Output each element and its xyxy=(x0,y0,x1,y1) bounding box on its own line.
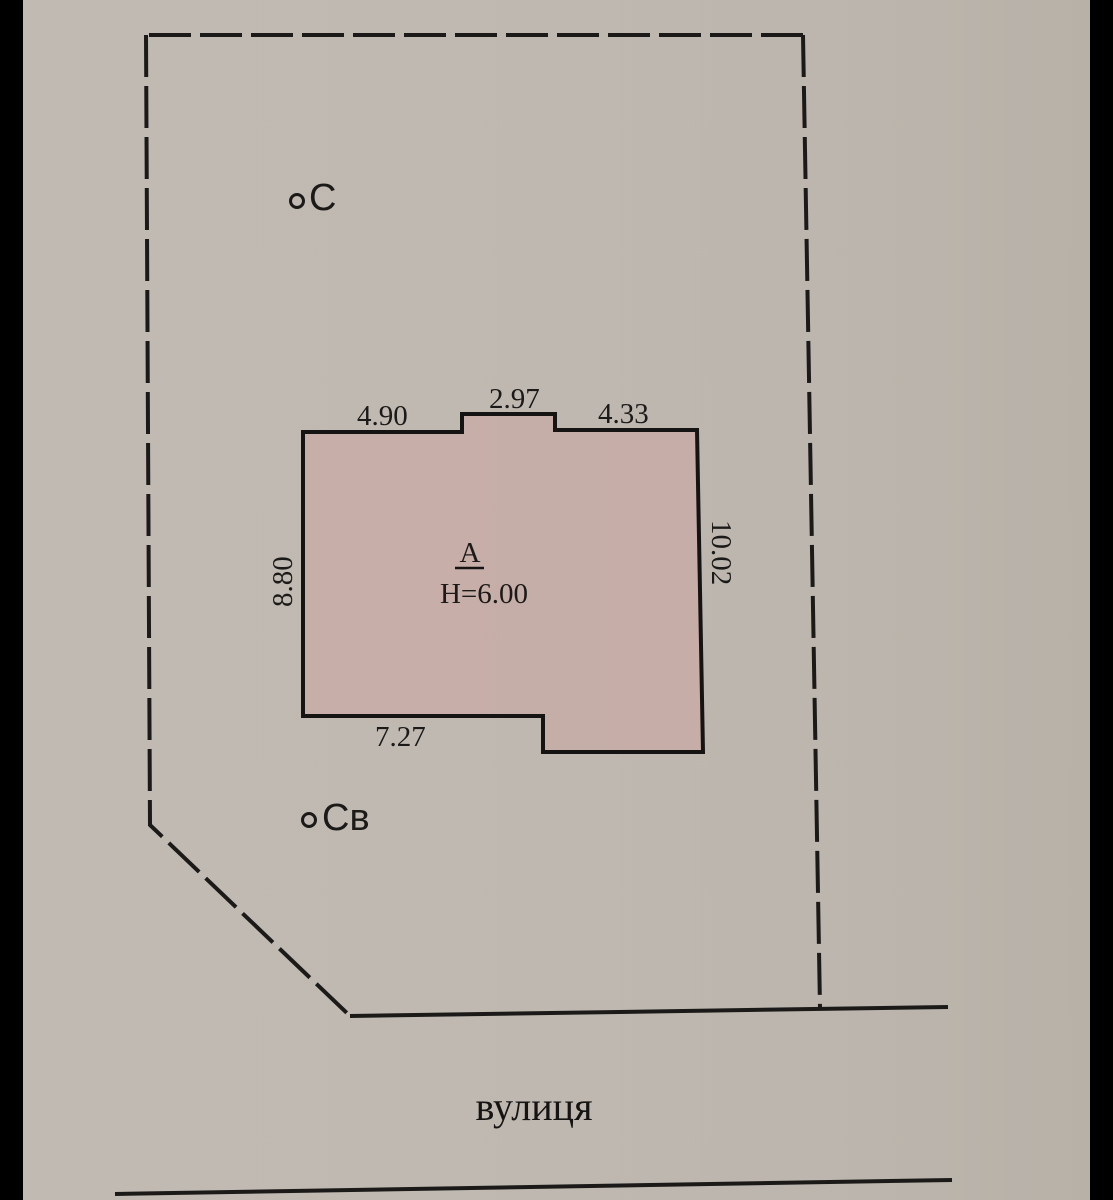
dim-top-middle: 2.97 xyxy=(489,383,540,415)
marker-c: C xyxy=(289,177,336,219)
marker-c-point-icon xyxy=(289,193,305,209)
building-a-outline[interactable] xyxy=(301,412,706,754)
marker-cv-label: Св xyxy=(322,797,370,839)
dim-bottom: 7.27 xyxy=(375,721,426,753)
dim-top-right: 4.33 xyxy=(598,398,649,430)
marker-cv: Св xyxy=(301,797,370,839)
street-label: вулиця xyxy=(476,1084,593,1129)
building-height-label: H=6.00 xyxy=(440,578,528,610)
marker-cv-point-icon xyxy=(301,812,317,828)
dim-top-left: 4.90 xyxy=(357,400,408,432)
marker-c-label: C xyxy=(309,177,336,219)
street-front-line xyxy=(349,1005,949,1018)
dim-left: 8.80 xyxy=(267,556,299,607)
dim-right: 10.02 xyxy=(705,520,737,585)
street-far-line xyxy=(114,1178,953,1196)
building-label: A xyxy=(460,537,481,569)
plot-boundary xyxy=(144,33,822,1018)
